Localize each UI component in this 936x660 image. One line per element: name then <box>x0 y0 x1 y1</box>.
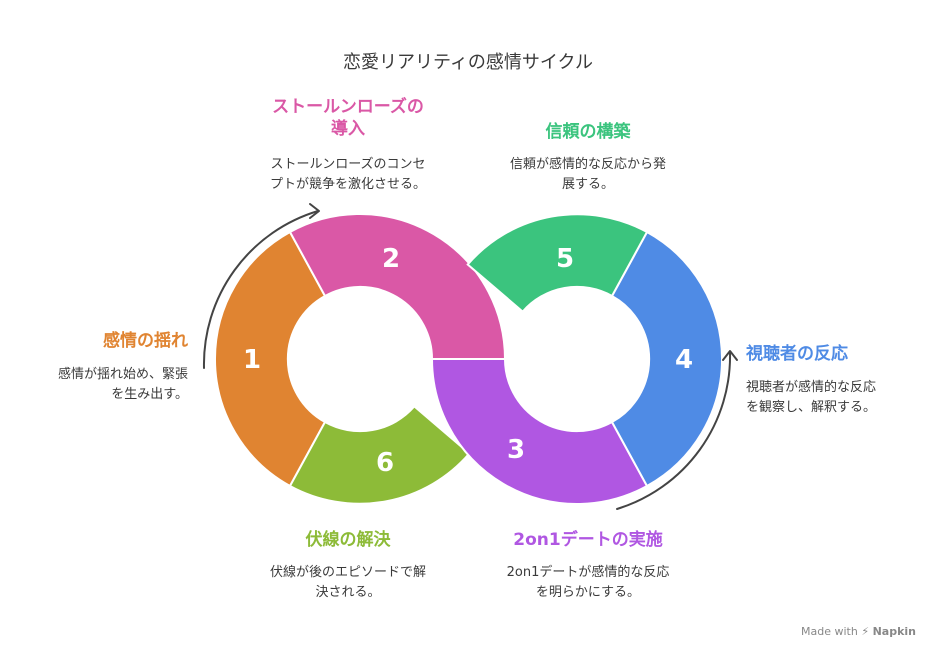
segment-2 <box>288 213 507 360</box>
footer-made-with: Made with <box>801 625 858 638</box>
stage-4-label: 視聴者の反応 <box>746 344 848 364</box>
segment-number-2: 2 <box>382 244 400 274</box>
curved-arrow-icon <box>616 350 738 510</box>
segment-number-3: 3 <box>507 435 525 465</box>
stage-1-desc-line: 感情が揺れ始め、緊張 <box>57 367 188 382</box>
stage-1-label: 感情の揺れ <box>103 331 188 351</box>
segment-6 <box>288 404 471 505</box>
segment-5 <box>466 213 649 314</box>
curved-arrow-icon <box>202 203 320 369</box>
stage-3-desc-line: 2on1デートが感情的な反応 <box>506 565 670 580</box>
stage-3-label: 2on1デートの実施 <box>513 530 663 550</box>
stage-5-desc-line: 展する。 <box>561 177 614 192</box>
stage-4-desc-line: を観察し、解釈する。 <box>746 400 877 415</box>
footer-brand: Napkin <box>872 625 916 638</box>
stage-3-desc-line: を明らかにする。 <box>535 585 641 600</box>
stage-5-description: 信頼が感情的な反応から発 展する。 <box>488 155 688 195</box>
stage-2-desc-line: プトが競争を激化させる。 <box>269 177 426 192</box>
segment-4 <box>610 230 723 488</box>
napkin-logo-icon: ⚡ <box>861 625 870 638</box>
stage-2-desc-line: ストールンローズのコンセ <box>270 157 426 172</box>
segment-number-5: 5 <box>556 244 574 274</box>
segment-3 <box>430 358 649 505</box>
stage-5-desc-line: 信頼が感情的な反応から発 <box>509 157 666 172</box>
segment-number-6: 6 <box>376 448 394 478</box>
segment-1 <box>214 230 327 488</box>
stage-4-description: 視聴者が感情的な反応 を観察し、解釈する。 <box>746 378 876 418</box>
segment-number-4: 4 <box>675 345 693 375</box>
segment-number-1: 1 <box>243 345 261 375</box>
stage-2-label: ストールンローズの 導入 <box>248 96 448 140</box>
stage-3-description: 2on1デートが感情的な反応 を明らかにする。 <box>478 563 698 603</box>
stage-2-label-line: ストールンローズの <box>272 97 424 117</box>
diagram-title: 恋愛リアリティの感情サイクル <box>342 52 594 73</box>
stage-6-description: 伏線が後のエピソードで解 決される。 <box>248 563 448 603</box>
stage-4-desc-line: 視聴者が感情的な反応 <box>746 380 877 395</box>
stage-1-desc-line: を生み出す。 <box>111 387 188 402</box>
stage-6-desc-line: 決される。 <box>315 585 381 600</box>
stage-1-description: 感情が揺れ始め、緊張 を生み出す。 <box>58 365 188 405</box>
stage-6-desc-line: 伏線が後のエピソードで解 <box>269 565 426 580</box>
made-with-napkin-footer[interactable]: Made with ⚡ Napkin <box>801 625 916 638</box>
stage-2-label-line: 導入 <box>331 119 365 139</box>
stage-2-description: ストールンローズのコンセ プトが競争を激化させる。 <box>248 155 448 195</box>
stage-5-label: 信頼の構築 <box>545 122 631 142</box>
stage-6-label: 伏線の解決 <box>305 530 391 550</box>
